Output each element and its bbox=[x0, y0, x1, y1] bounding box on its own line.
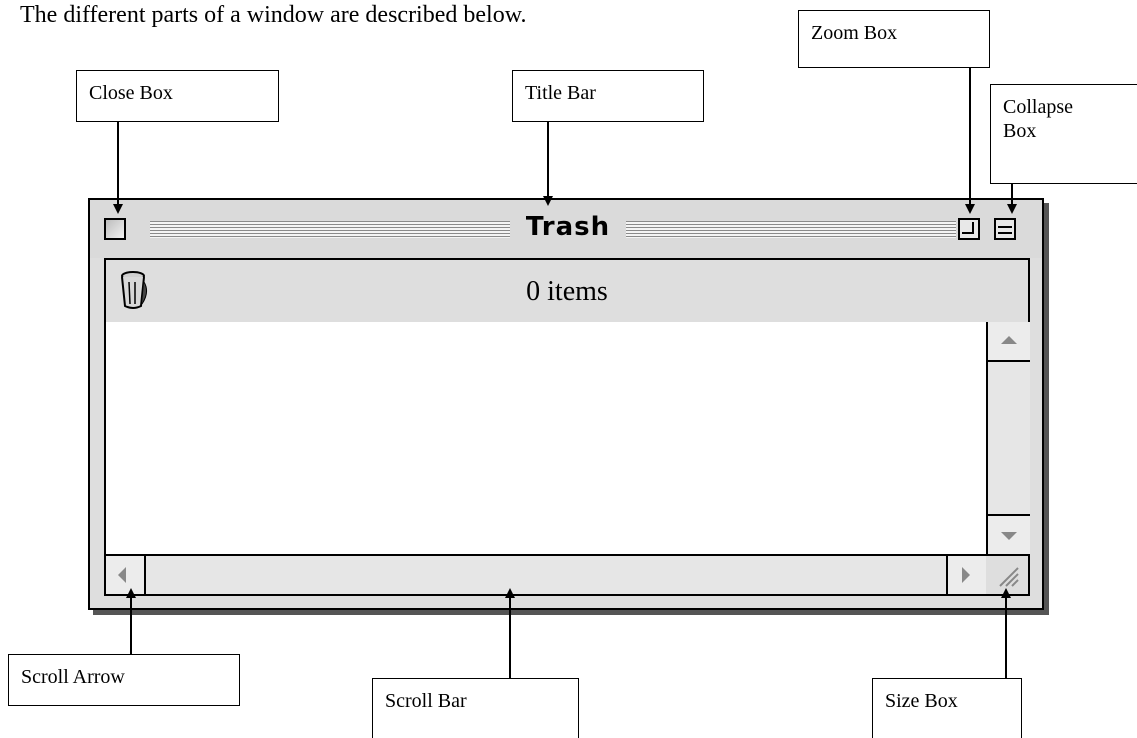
title-bar-callout-label: Title Bar bbox=[525, 82, 596, 104]
arrow-down-icon bbox=[1001, 532, 1017, 540]
arrow-up-icon bbox=[1001, 336, 1017, 344]
scroll-up-arrow[interactable] bbox=[988, 322, 1030, 362]
arrow-left-icon bbox=[118, 567, 126, 583]
close-box[interactable] bbox=[104, 218, 126, 240]
title-bar-callout: Title Bar bbox=[512, 70, 704, 122]
close-box-callout: Close Box bbox=[76, 70, 279, 122]
scroll-left-arrow[interactable] bbox=[106, 556, 146, 594]
zoom-box-callout-label: Zoom Box bbox=[811, 22, 898, 44]
zoom-box-callout: Zoom Box bbox=[798, 10, 990, 68]
window-title: Trash bbox=[525, 212, 611, 242]
title-stripes-right bbox=[626, 221, 956, 238]
scroll-bar-callout-label: Scroll Bar bbox=[385, 690, 467, 712]
horizontal-scroll-bar[interactable] bbox=[104, 556, 986, 596]
scroll-bar-callout: Scroll Bar bbox=[372, 678, 579, 738]
scroll-arrow-callout: Scroll Arrow bbox=[8, 654, 240, 706]
size-box-callout-label: Size Box bbox=[885, 690, 958, 712]
collapse-box-callout: Collapse Box bbox=[990, 84, 1137, 184]
arrow-right-icon bbox=[962, 567, 970, 583]
title-bar[interactable]: Trash bbox=[90, 200, 1042, 258]
scroll-down-arrow[interactable] bbox=[988, 514, 1030, 554]
vertical-scroll-bar[interactable] bbox=[986, 322, 1030, 554]
scroll-arrow-callout-label: Scroll Arrow bbox=[21, 666, 125, 688]
zoom-box[interactable] bbox=[958, 218, 980, 240]
title-stripes-left bbox=[150, 221, 510, 238]
collapse-box-callout-label-line2: Box bbox=[1003, 120, 1037, 142]
size-box[interactable] bbox=[986, 556, 1030, 596]
close-box-callout-label: Close Box bbox=[89, 82, 173, 104]
scroll-right-arrow[interactable] bbox=[946, 556, 986, 594]
size-box-callout: Size Box bbox=[872, 678, 1022, 738]
info-bar: 0 items bbox=[104, 258, 1030, 324]
trash-icon bbox=[121, 271, 148, 309]
trash-window: Trash 0 items bbox=[88, 198, 1044, 610]
collapse-box-callout-label-line1: Collapse bbox=[1003, 96, 1073, 118]
size-grip-icon bbox=[999, 567, 1019, 587]
item-count: 0 items bbox=[526, 276, 608, 307]
collapse-box[interactable] bbox=[994, 218, 1016, 240]
window-content[interactable] bbox=[104, 322, 1030, 556]
intro-text: The different parts of a window are desc… bbox=[20, 2, 527, 28]
